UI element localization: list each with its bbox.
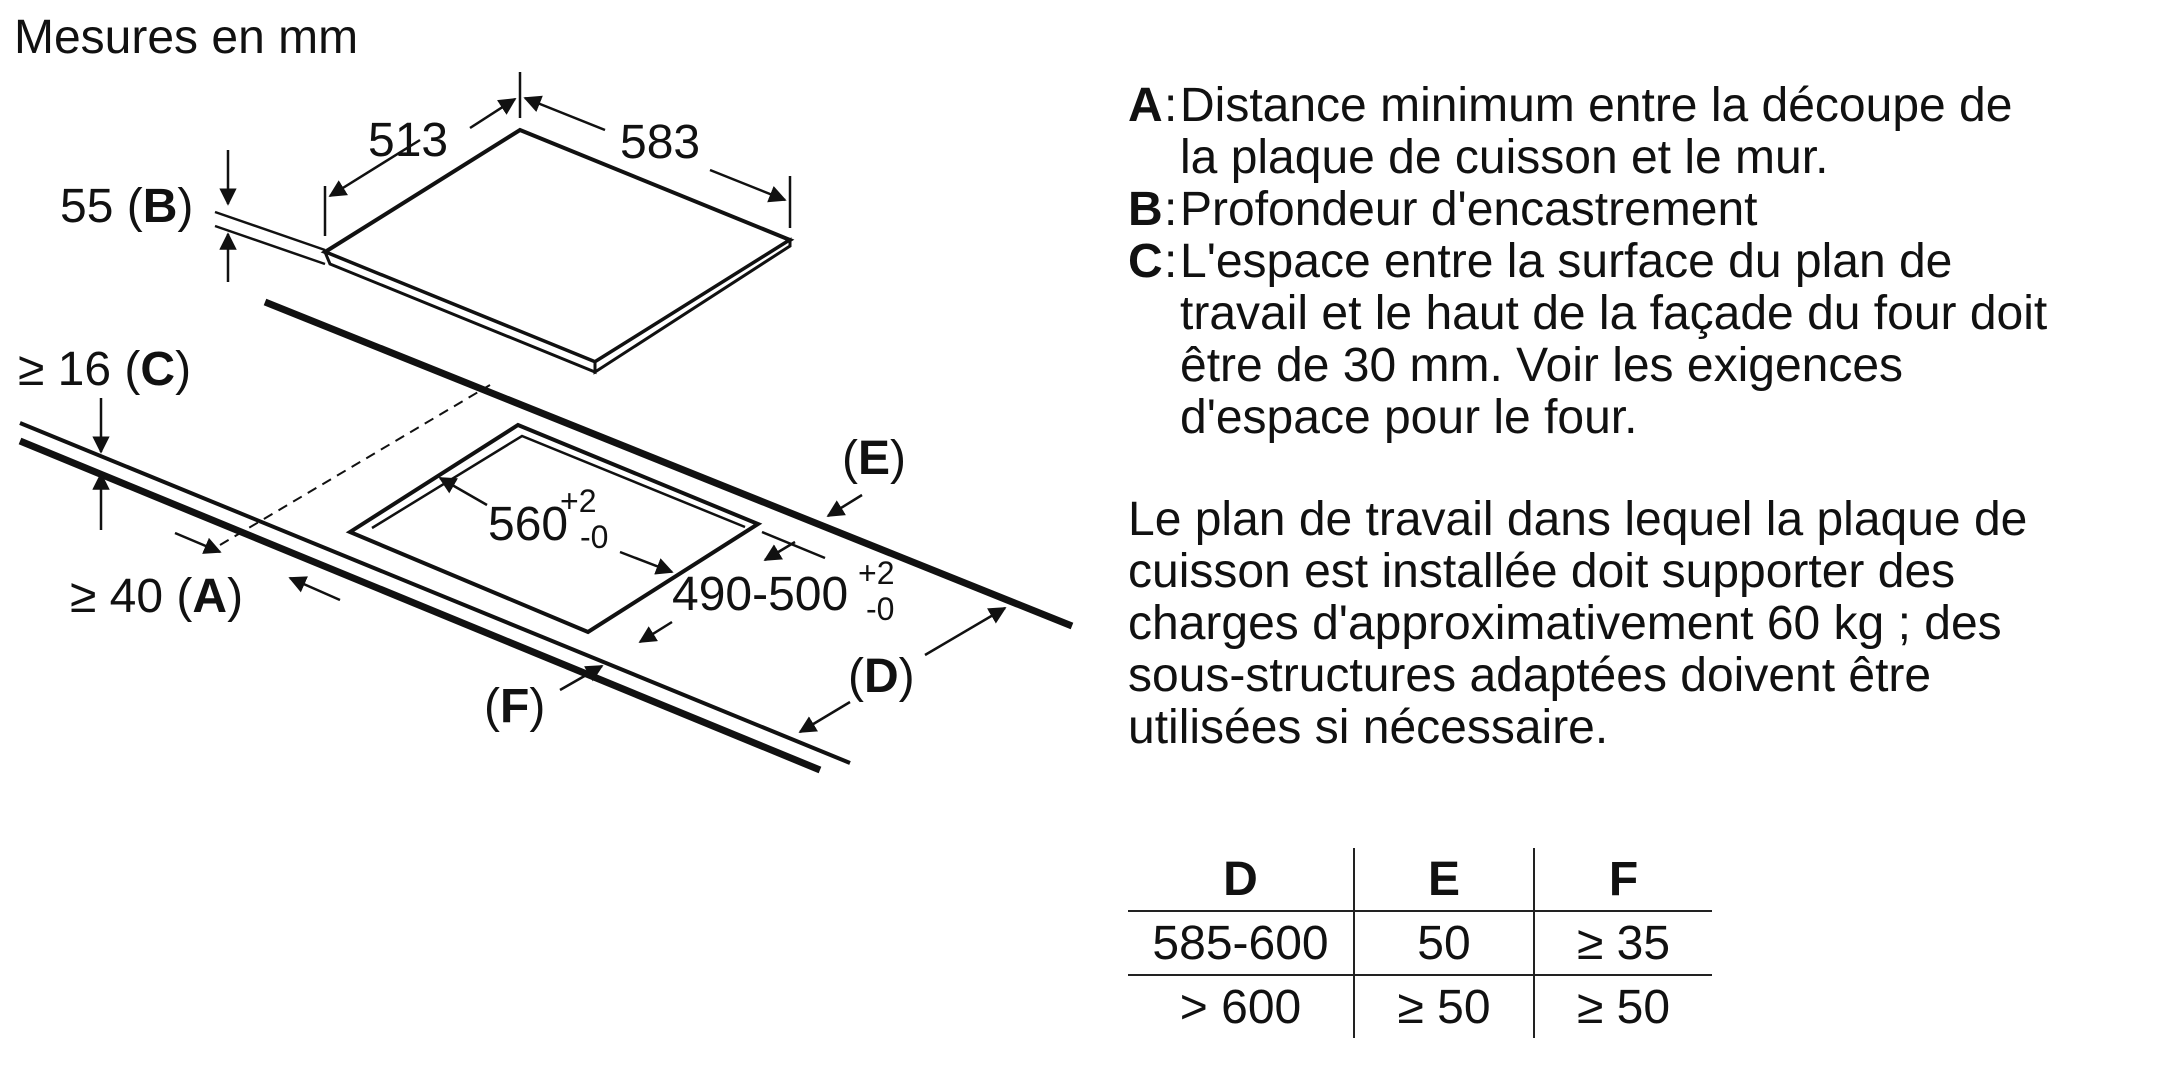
hob-depth-label: 513 <box>368 114 448 167</box>
cutout-depth-tolerance-plus: +2 <box>858 555 894 591</box>
load-note: Le plan de travail dans lequel la plaque… <box>1128 493 2028 754</box>
dimension-arrow-513 <box>328 138 421 198</box>
table-header-e: E <box>1353 848 1534 911</box>
legend-text: L'espace entre la surface du plan de tra… <box>1180 235 2048 444</box>
table-header-row: D E F <box>1128 848 1712 911</box>
worktop-back-edge <box>263 298 1074 630</box>
table-cell: ≥ 50 <box>1533 974 1712 1038</box>
d-label: (D) <box>848 650 915 703</box>
table-cell: > 600 <box>1128 974 1354 1038</box>
legend-text: Distance minimum entre la découpe de la … <box>1180 79 2013 184</box>
d-arrow-bottom <box>798 700 851 734</box>
table-header-d: D <box>1223 852 1258 906</box>
cutout-depth-label: 490-500 <box>672 568 848 621</box>
f-label: (F) <box>484 680 545 733</box>
cutout-width-arrow-left <box>438 476 488 507</box>
table-header-f: F <box>1533 848 1712 911</box>
table-cell: 50 <box>1353 910 1534 975</box>
installation-diagram: 513 583 55 (B) ≥ 16 (C) ≥ 40 (A) 560 +2 … <box>18 72 1074 774</box>
worktop-front-top-edge <box>19 421 851 765</box>
cutout-inner-edge <box>371 434 746 530</box>
table-cell: ≥ 50 <box>1353 974 1534 1038</box>
a-arrow-left <box>174 531 222 554</box>
d-arrow-top <box>924 606 1007 657</box>
a-label: ≥ 40 (A) <box>70 570 243 623</box>
legend-key: B <box>1128 183 1163 236</box>
legend-key: C <box>1128 235 1163 288</box>
worktop-front-bottom-edge <box>18 437 822 774</box>
legend-separator: : <box>1164 79 1178 132</box>
hob-dimensions <box>214 72 792 282</box>
cutout <box>345 422 763 635</box>
hob-width-label: 583 <box>620 116 700 169</box>
b-label: 55 (B) <box>60 180 193 233</box>
cutout-width-tolerance-minus: -0 <box>580 519 608 555</box>
table-row: > 600 ≥ 50 ≥ 50 <box>1128 974 1712 1038</box>
legend-key: A <box>1128 79 1163 132</box>
dimension-arrow-583 <box>709 168 787 203</box>
table-row: 585-600 50 ≥ 35 <box>1128 910 1712 975</box>
cutout-width-arrow-right <box>619 550 674 575</box>
page-title: Mesures en mm <box>14 11 359 64</box>
hidden-edge <box>219 384 491 546</box>
legend-item-b: B:Profondeur d'encastrement <box>1128 184 2138 236</box>
hob-right-side <box>593 237 792 375</box>
worktop-dimensions <box>92 398 1007 734</box>
cutout-width-label: 560 <box>488 498 568 551</box>
cutout-depth-extension <box>761 530 826 560</box>
legend: A:Distance minimum entre la découpe de l… <box>1128 80 2138 444</box>
table-cell: ≥ 35 <box>1533 910 1712 975</box>
worktop <box>18 298 1074 774</box>
legend-item-c: C:L'espace entre la surface du plan de t… <box>1128 236 2138 444</box>
e-label: (E) <box>842 432 906 485</box>
a-arrow-right <box>288 576 341 602</box>
legend-text: Profondeur d'encastrement <box>1180 183 1758 236</box>
cutout-depth-arrow-top <box>763 540 796 562</box>
cutout-depth-tolerance-minus: -0 <box>866 591 894 627</box>
b-extension-top <box>214 210 326 252</box>
c-label: ≥ 16 (C) <box>18 343 191 396</box>
f-arrow <box>559 664 604 692</box>
cutout-width-tolerance-plus: +2 <box>560 483 596 519</box>
cutout-depth-arrow-bottom <box>638 620 673 644</box>
legend-separator: : <box>1164 235 1178 288</box>
table-cell: 585-600 <box>1128 910 1354 975</box>
dimensions-table: D E F 585-600 50 ≥ 35 > 600 ≥ 50 ≥ 50 <box>1128 848 1712 1038</box>
dimension-arrow-583 <box>523 95 606 132</box>
hob <box>320 127 795 375</box>
legend-item-a: A:Distance minimum entre la découpe de l… <box>1128 80 2138 184</box>
legend-separator: : <box>1164 183 1178 236</box>
dimension-arrow-513 <box>469 97 517 130</box>
e-arrow <box>826 493 863 518</box>
